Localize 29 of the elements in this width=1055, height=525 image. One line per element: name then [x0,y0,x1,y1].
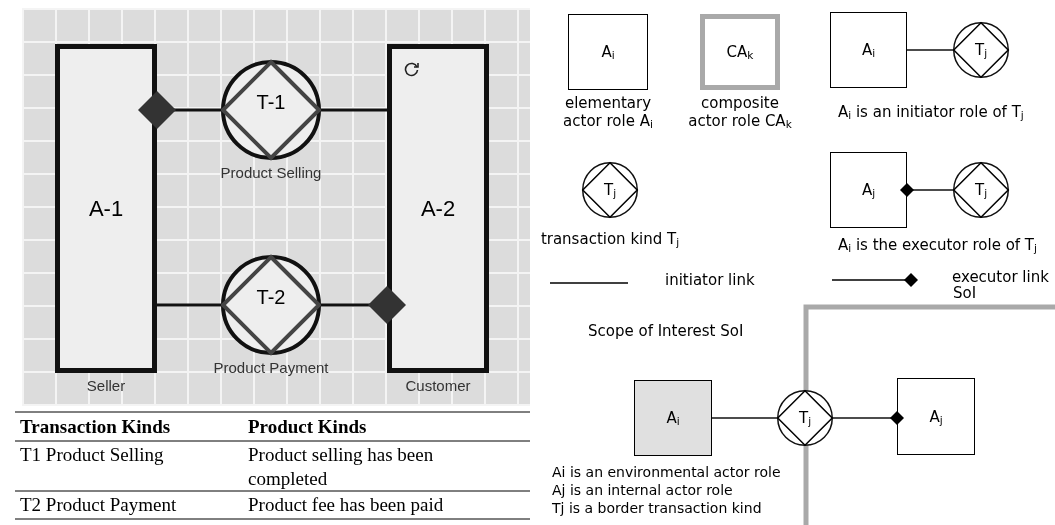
transaction-label: T-2 [255,285,287,309]
executor-link [832,411,904,425]
node-caption: Customer [404,377,472,395]
executor-link [138,91,221,129]
node-caption: Product Selling [219,164,323,182]
note-text: Aj is an internal actor role [552,482,734,500]
legend-text: executor link [952,268,1049,286]
executor-link [321,286,406,324]
node-caption: Seller [85,377,127,395]
note-text: Ai is an environmental actor role [552,464,782,482]
node-caption: Product Payment [212,359,330,377]
actor-label: A-1 [87,195,125,222]
table-cell-text: Product fee has been paid [248,493,445,517]
actor-label: A-2 [419,195,457,222]
connector-line [157,303,221,307]
table-cell-text: Product selling has been completed [248,443,435,491]
table-cell-text: T2 Product Payment [20,493,178,517]
note-text: Tj is a border transaction kind [552,500,763,518]
legend-text: initiator link [665,271,755,289]
table-header: Product Kinds [248,415,368,439]
executor-link [900,183,954,197]
transaction-label: T-1 [255,90,287,114]
table-cell-text: T1 Product Selling [20,443,165,467]
table-header: Transaction Kinds [20,415,172,439]
note-text: Scope of Interest SoI [588,322,745,341]
scope-title: SoI [953,284,977,302]
connector-line [906,49,954,51]
connector-line [321,108,387,112]
connector-line [711,417,778,419]
